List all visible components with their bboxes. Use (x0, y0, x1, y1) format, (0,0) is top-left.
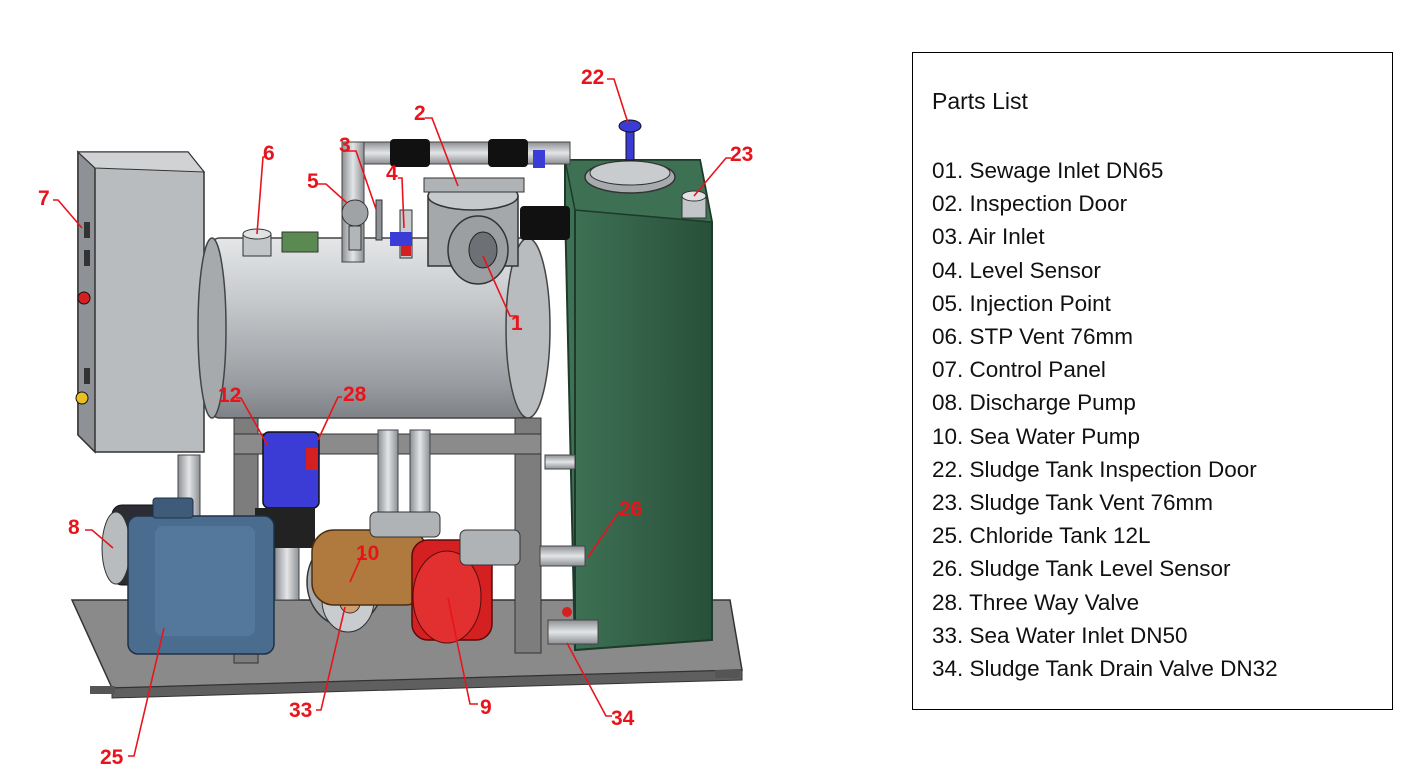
control-panel (75, 150, 206, 454)
top-inlet-piping (341, 139, 571, 263)
leader-lines (53, 78, 731, 757)
parts-list-item: 07. Control Panel (932, 357, 1106, 383)
callout-9: 9 (480, 696, 492, 719)
parts-list-item: 02. Inspection Door (932, 191, 1128, 217)
callout-33: 33 (289, 699, 312, 722)
parts-list-title: Parts List (932, 88, 1028, 114)
callout-6: 6 (263, 142, 275, 165)
air-inlet (375, 199, 383, 241)
parts-list-item: 22. Sludge Tank Inspection Door (932, 456, 1257, 482)
callout-8: 8 (68, 516, 80, 539)
parts-list-panel: Parts List 01. Sewage Inlet DN65 02. Insp… (912, 52, 1393, 710)
parts-list-item: 33. Sea Water Inlet DN50 (932, 622, 1188, 648)
sludge-tank-vent (681, 190, 707, 219)
callout-5: 5 (307, 170, 319, 193)
parts-list-item: 03. Air Inlet (932, 224, 1045, 250)
sea-water-pump (306, 511, 441, 633)
sewage-inlet-flange (447, 215, 509, 285)
parts-list-item: 23. Sludge Tank Vent 76mm (932, 490, 1214, 516)
injection-point (341, 199, 369, 251)
parts-list-item: 10. Sea Water Pump (932, 423, 1141, 449)
callout-2: 2 (414, 102, 426, 125)
parts-list-item: 06. STP Vent 76mm (932, 324, 1133, 350)
callout-1: 1 (511, 312, 523, 335)
callout-10: 10 (356, 542, 379, 565)
parts-list-item: 05. Injection Point (932, 290, 1111, 316)
chloride-tank (127, 497, 275, 655)
red-pump (411, 529, 521, 644)
parts-list-item: 25. Chloride Tank 12L (932, 523, 1151, 549)
sludge-tank (564, 159, 713, 652)
callout-34: 34 (611, 707, 635, 730)
callout-28: 28 (343, 383, 367, 406)
parts-list-item: 08. Discharge Pump (932, 390, 1136, 416)
callout-26: 26 (619, 498, 642, 521)
callout-25: 25 (100, 746, 124, 769)
callout-12: 12 (218, 384, 241, 407)
callout-23: 23 (730, 143, 753, 166)
callout-7: 7 (38, 187, 50, 210)
callout-22: 22 (581, 66, 604, 89)
parts-list-item: 04. Level Sensor (932, 257, 1101, 283)
main-treatment-tank (197, 237, 551, 419)
parts-list: 01. Sewage Inlet DN65 02. Inspection Door… (932, 154, 1278, 685)
parts-list-item: 01. Sewage Inlet DN65 (932, 158, 1164, 183)
sludge-tank-inspection-door (584, 119, 676, 194)
callout-3: 3 (339, 134, 351, 157)
callout-4: 4 (386, 162, 398, 185)
parts-list-item: 26. Sludge Tank Level Sensor (932, 556, 1231, 582)
parts-list-item: 28. Three Way Valve (932, 589, 1140, 615)
parts-list-item: 34. Sludge Tank Drain Valve DN32 (932, 656, 1278, 682)
sewage-treatment-unit-diagram: 1 2 3 4 5 6 7 8 9 10 12 22 23 25 26 28 3… (38, 66, 753, 769)
